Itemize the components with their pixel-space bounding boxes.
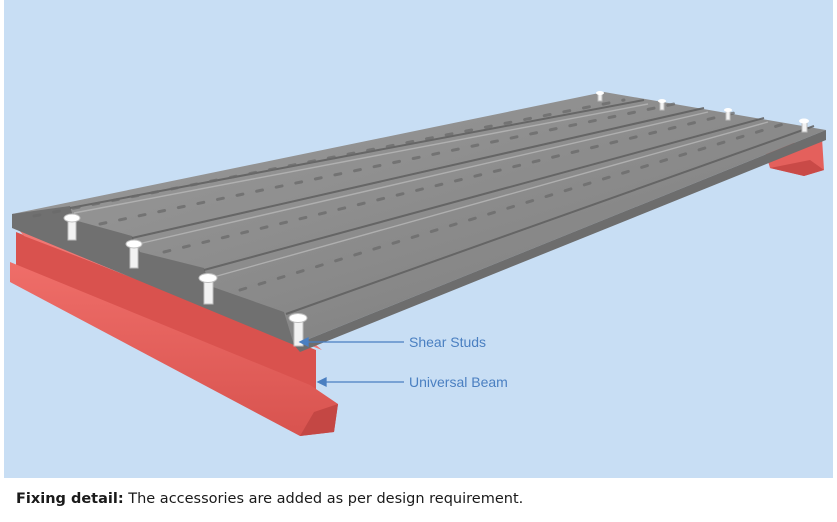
leader-lines (298, 336, 404, 388)
deck-embossments (32, 98, 792, 292)
shear-stud (288, 313, 308, 347)
universal-beam-label: Universal Beam (409, 374, 508, 390)
shear-stud (596, 91, 604, 102)
deck-ribs (69, 99, 815, 315)
shear-stud (125, 239, 143, 269)
decking-illustration: Shear Studs Universal Beam (10, 91, 826, 436)
metal-deck (12, 92, 826, 352)
shear-studs (63, 91, 809, 347)
shear-stud (799, 118, 809, 133)
decking-diagram: Shear Studs Universal Beam (4, 0, 833, 478)
shear-stud (63, 213, 81, 241)
caption-text: The accessories are added as per design … (123, 491, 524, 507)
figure-caption: Fixing detail: The accessories are added… (16, 491, 523, 507)
shear-stud (658, 99, 666, 111)
shear-stud (724, 108, 732, 121)
shear-studs-label: Shear Studs (409, 334, 486, 350)
caption-bold: Fixing detail: (16, 491, 124, 507)
shear-stud (198, 273, 218, 305)
